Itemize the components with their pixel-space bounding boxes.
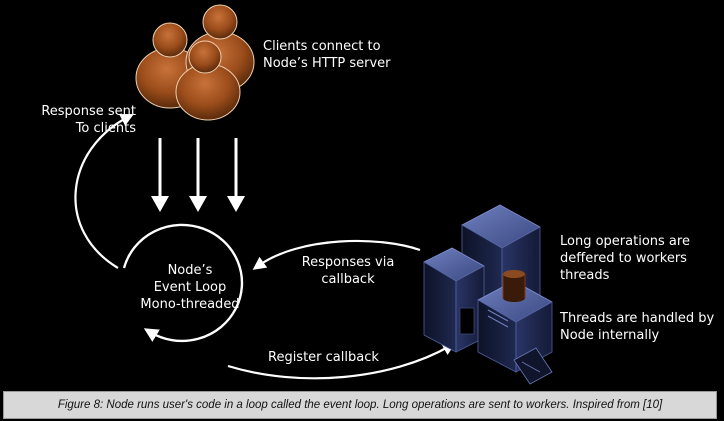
- register-callback-label: Register callback: [268, 349, 379, 366]
- event-loop-cycle: [122, 223, 244, 343]
- long-operations-line: threads: [560, 268, 610, 283]
- long-operations-line: deffered to workers: [560, 251, 687, 266]
- figure-caption: Figure 8: Node runs user's code in a loo…: [3, 391, 717, 419]
- register-callback-arrow: [227, 342, 456, 380]
- clients-label-line: Clients connect to: [263, 39, 381, 54]
- down-arrow-icon: [189, 138, 207, 212]
- threads-handled-line: Node internally: [560, 328, 660, 343]
- clients-group-icon: [135, 4, 255, 121]
- response-sent-label: Response sent To clients: [10, 103, 136, 137]
- threads-handled-label: Threads are handled by Node internally: [560, 310, 714, 344]
- responses-via-callback-line: Responses via: [301, 255, 395, 270]
- event-loop-label: Node’s Event Loop Mono-threaded: [128, 262, 252, 313]
- down-arrow-icon: [227, 138, 245, 212]
- responses-via-callback-line: callback: [321, 272, 375, 287]
- response-sent-line: To clients: [75, 121, 136, 136]
- responses-via-callback-label: Responses via callback: [290, 254, 406, 288]
- threads-handled-line: Threads are handled by: [560, 311, 715, 326]
- long-operations-line: Long operations are: [560, 234, 690, 249]
- register-callback-text: Register callback: [268, 350, 379, 365]
- event-loop-line: Mono-threaded: [140, 297, 240, 312]
- response-sent-arrow: [74, 113, 134, 269]
- request-arrows: [151, 138, 245, 212]
- database-cylinder-icon: [502, 270, 526, 302]
- event-loop-line: Event Loop: [153, 280, 227, 295]
- responses-callback-arrow: [252, 239, 421, 270]
- response-sent-line: Response sent: [41, 104, 136, 119]
- event-loop-line: Node’s: [167, 263, 213, 278]
- clients-label-line: Node’s HTTP server: [263, 56, 391, 71]
- long-operations-label: Long operations are deffered to workers …: [560, 233, 690, 284]
- down-arrow-icon: [151, 138, 169, 212]
- clients-label: Clients connect to Node’s HTTP server: [263, 38, 391, 72]
- worker-servers-icon: [423, 204, 553, 385]
- figure-caption-text: Figure 8: Node runs user's code in a loo…: [57, 399, 663, 411]
